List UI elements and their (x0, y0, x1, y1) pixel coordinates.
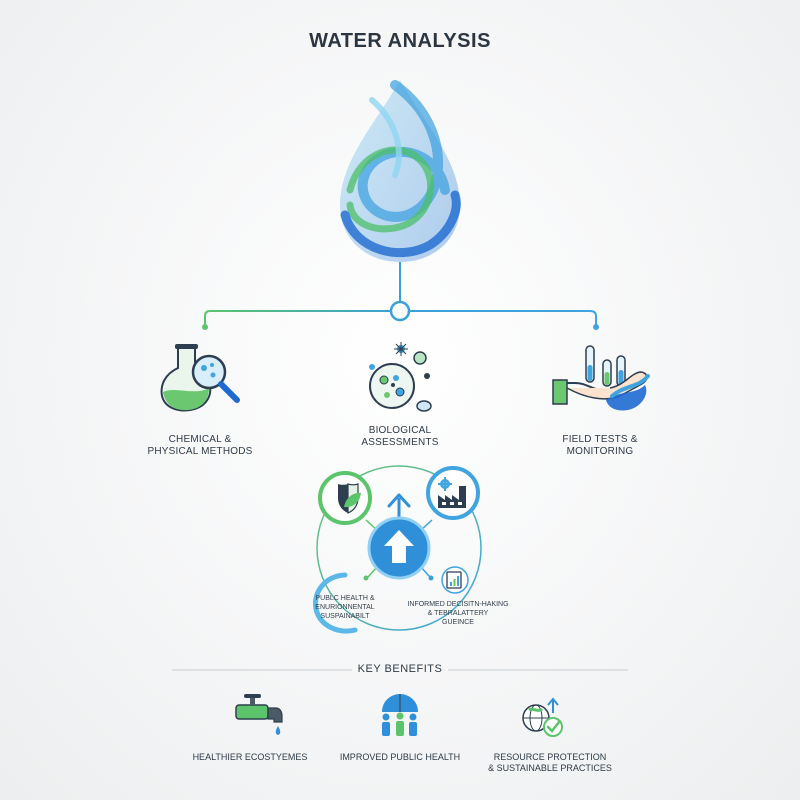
up-arrow-icon (367, 516, 431, 580)
benefit-label-line: RESOURCE PROTECTION (493, 752, 607, 762)
method-label-line: PHYSICAL METHODS (147, 446, 253, 457)
flask-magnifier-icon (160, 344, 240, 412)
faucet-icon (235, 694, 283, 735)
outcome-label-line: GUEINCE (442, 619, 474, 626)
globe-check-icon (522, 697, 563, 737)
report-chart-icon (441, 566, 469, 594)
connector-tree (202, 262, 599, 330)
method-label-line: ASSESSMENTS (361, 437, 439, 448)
benefit-label-public-health: IMPROVED PUBLIC HEALTH (330, 752, 470, 763)
benefit-label-line: HEALTHIER ECOSTYEMES (192, 752, 308, 762)
benefit-label-resource: RESOURCE PROTECTION & SUSTAINABLE PRACTI… (470, 752, 630, 774)
hand-test-tubes-icon (552, 345, 650, 411)
shield-leaf-icon (318, 471, 372, 525)
outcome-label-public-health: PUBLC HEALTH & ENURIONNENTAL SUSPAINABIL… (303, 594, 387, 621)
benefits-title: KEY BENEFITS (357, 663, 443, 675)
people-umbrella-icon (382, 694, 418, 736)
outcome-label-decision-making: INFORMED DECISITN-HAKING & TEBRALATTERY … (403, 600, 513, 627)
water-drop-logo (340, 80, 461, 262)
outcome-label-line: INFORMED DECISITN-HAKING (407, 601, 509, 608)
circle-node-icon (313, 572, 358, 634)
outcome-label-line: ENURIONNENTAL (315, 604, 375, 611)
benefit-label-ecosystems: HEALTHIER ECOSTYEMES (180, 752, 320, 763)
method-label-biological: BIOLOGICAL ASSESSMENTS (330, 425, 470, 449)
method-label-line: BIOLOGICAL (368, 425, 432, 436)
page-title: WATER ANALYSIS (309, 30, 491, 52)
microorganism-icon (369, 342, 432, 412)
outcome-label-line: & TEBRALATTERY (427, 610, 489, 617)
method-label-chemical: CHEMICAL & PHYSICAL METHODS (130, 434, 270, 458)
factory-gear-icon (426, 466, 480, 520)
method-label-field: FIELD TESTS & MONITORING (530, 434, 670, 458)
method-label-line: CHEMICAL & (168, 434, 232, 445)
benefit-label-line: IMPROVED PUBLIC HEALTH (339, 752, 461, 762)
method-label-line: FIELD TESTS & (562, 434, 638, 445)
outcome-label-line: SUSPAINABILT (320, 613, 370, 620)
benefit-label-line: & SUSTAINABLE PRACTICES (488, 763, 612, 773)
method-label-line: MONITORING (566, 446, 634, 457)
outcome-label-line: PUBLC HEALTH & (315, 595, 375, 602)
